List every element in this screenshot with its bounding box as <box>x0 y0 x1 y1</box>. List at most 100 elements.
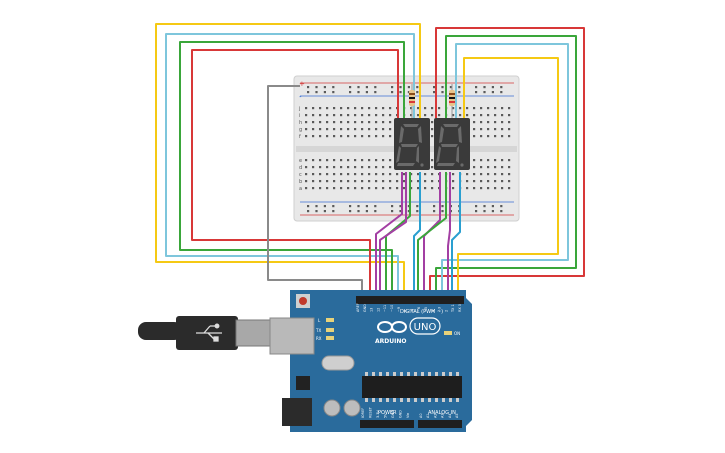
breadboard-hole[interactable] <box>487 107 490 110</box>
breadboard-hole[interactable] <box>347 166 350 169</box>
resistor-right[interactable] <box>449 84 455 118</box>
rail-hole[interactable] <box>365 91 368 94</box>
breadboard-hole[interactable] <box>438 114 441 117</box>
breadboard-hole[interactable] <box>480 180 483 183</box>
breadboard-hole[interactable] <box>487 128 490 131</box>
breadboard-hole[interactable] <box>361 135 364 138</box>
breadboard-hole[interactable] <box>305 180 308 183</box>
breadboard-hole[interactable] <box>354 107 357 110</box>
breadboard-hole[interactable] <box>389 173 392 176</box>
rail-hole[interactable] <box>416 86 419 89</box>
breadboard-hole[interactable] <box>326 173 329 176</box>
rail-hole[interactable] <box>349 210 352 213</box>
rail-hole[interactable] <box>483 210 486 213</box>
breadboard-hole[interactable] <box>305 135 308 138</box>
rail-hole[interactable] <box>399 86 402 89</box>
rail-hole[interactable] <box>441 205 444 208</box>
breadboard-hole[interactable] <box>431 107 434 110</box>
breadboard-hole[interactable] <box>501 114 504 117</box>
breadboard-hole[interactable] <box>389 135 392 138</box>
breadboard-hole[interactable] <box>382 173 385 176</box>
breadboard-hole[interactable] <box>389 180 392 183</box>
rail-hole[interactable] <box>491 91 494 94</box>
breadboard-hole[interactable] <box>340 166 343 169</box>
breadboard-hole[interactable] <box>326 187 329 190</box>
breadboard-hole[interactable] <box>368 107 371 110</box>
rail-hole[interactable] <box>323 91 326 94</box>
breadboard-hole[interactable] <box>459 114 462 117</box>
breadboard-hole[interactable] <box>494 166 497 169</box>
breadboard-hole[interactable] <box>487 173 490 176</box>
breadboard-hole[interactable] <box>417 187 420 190</box>
rail-hole[interactable] <box>475 86 478 89</box>
breadboard-hole[interactable] <box>340 114 343 117</box>
rail-hole[interactable] <box>349 205 352 208</box>
breadboard-hole[interactable] <box>312 128 315 131</box>
breadboard-hole[interactable] <box>501 107 504 110</box>
breadboard-hole[interactable] <box>340 173 343 176</box>
breadboard-hole[interactable] <box>319 180 322 183</box>
breadboard-hole[interactable] <box>403 180 406 183</box>
breadboard-hole[interactable] <box>305 128 308 131</box>
rail-hole[interactable] <box>441 210 444 213</box>
rail-hole[interactable] <box>349 86 352 89</box>
breadboard-hole[interactable] <box>305 187 308 190</box>
rail-hole[interactable] <box>357 86 360 89</box>
breadboard-hole[interactable] <box>326 166 329 169</box>
rail-hole[interactable] <box>491 205 494 208</box>
breadboard-hole[interactable] <box>466 187 469 190</box>
breadboard-hole[interactable] <box>508 107 511 110</box>
breadboard-hole[interactable] <box>305 159 308 162</box>
breadboard-hole[interactable] <box>333 180 336 183</box>
breadboard-hole[interactable] <box>452 173 455 176</box>
breadboard-hole[interactable] <box>354 173 357 176</box>
breadboard-hole[interactable] <box>501 159 504 162</box>
breadboard-hole[interactable] <box>494 107 497 110</box>
rail-hole[interactable] <box>449 86 452 89</box>
breadboard-hole[interactable] <box>480 187 483 190</box>
breadboard-hole[interactable] <box>382 180 385 183</box>
breadboard-hole[interactable] <box>382 159 385 162</box>
breadboard-hole[interactable] <box>382 107 385 110</box>
breadboard-hole[interactable] <box>319 135 322 138</box>
breadboard-hole[interactable] <box>438 107 441 110</box>
rail-hole[interactable] <box>416 91 419 94</box>
breadboard-hole[interactable] <box>361 187 364 190</box>
rail-hole[interactable] <box>500 210 503 213</box>
rail-hole[interactable] <box>357 205 360 208</box>
breadboard-hole[interactable] <box>375 107 378 110</box>
breadboard-hole[interactable] <box>347 107 350 110</box>
breadboard-hole[interactable] <box>347 114 350 117</box>
breadboard-hole[interactable] <box>431 173 434 176</box>
breadboard-hole[interactable] <box>473 114 476 117</box>
breadboard-hole[interactable] <box>396 187 399 190</box>
rail-hole[interactable] <box>433 210 436 213</box>
breadboard-hole[interactable] <box>452 187 455 190</box>
rail-hole[interactable] <box>332 91 335 94</box>
rail-hole[interactable] <box>416 205 419 208</box>
breadboard-hole[interactable] <box>424 187 427 190</box>
usb-cable[interactable] <box>138 316 271 350</box>
breadboard-hole[interactable] <box>333 107 336 110</box>
breadboard-hole[interactable] <box>368 121 371 124</box>
rail-hole[interactable] <box>365 210 368 213</box>
breadboard-hole[interactable] <box>452 180 455 183</box>
breadboard-hole[interactable] <box>487 121 490 124</box>
rail-hole[interactable] <box>433 205 436 208</box>
breadboard-hole[interactable] <box>452 114 455 117</box>
breadboard-hole[interactable] <box>305 166 308 169</box>
breadboard-hole[interactable] <box>480 135 483 138</box>
breadboard-hole[interactable] <box>487 180 490 183</box>
rail-hole[interactable] <box>391 86 394 89</box>
breadboard-hole[interactable] <box>354 180 357 183</box>
breadboard-hole[interactable] <box>375 135 378 138</box>
rail-hole[interactable] <box>315 205 318 208</box>
seven-segment-display-1[interactable]: 8. <box>0 0 430 170</box>
rail-hole[interactable] <box>307 210 310 213</box>
breadboard-hole[interactable] <box>319 159 322 162</box>
rail-hole[interactable] <box>315 86 318 89</box>
breadboard-hole[interactable] <box>494 114 497 117</box>
breadboard-hole[interactable] <box>487 159 490 162</box>
breadboard-hole[interactable] <box>361 180 364 183</box>
breadboard-hole[interactable] <box>368 180 371 183</box>
